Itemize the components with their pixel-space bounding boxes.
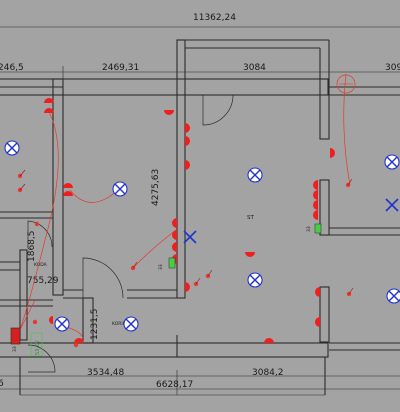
dim-left-755: 755,29 — [27, 276, 59, 286]
dim-vert-corridor: 1231,5 — [90, 309, 100, 341]
lamp-room4-b[interactable] — [386, 288, 400, 304]
lamp-room3-a[interactable] — [247, 167, 263, 183]
cross-lamp-room4[interactable] — [385, 198, 399, 212]
dim-bottom-total: 6628,17 — [156, 380, 193, 390]
lamp-koda[interactable] — [54, 316, 70, 332]
lamp-room2[interactable] — [112, 181, 128, 197]
dim-bottom-left: 6 — [0, 379, 4, 389]
room-label-st: ST — [247, 215, 254, 221]
dim-vert-room2: 4275,63 — [151, 169, 161, 206]
dimension-lines-top — [0, 26, 400, 80]
panel-label: 53 KV — [35, 340, 41, 355]
circuit-label-c: 33 — [12, 346, 18, 352]
wiring — [19, 73, 351, 339]
lamp-koridor[interactable] — [123, 316, 139, 332]
sockets — [44, 98, 335, 343]
dim-top-right: 309 — [385, 63, 400, 73]
distribution-panel-room4[interactable] — [314, 223, 322, 234]
panel-label-box — [30, 332, 43, 357]
lamp-room4-a[interactable] — [384, 154, 400, 170]
lamp-room1[interactable] — [4, 140, 20, 156]
dim-top-left: 246,5 — [0, 63, 24, 73]
dim-vert-left: 1868,5 — [27, 231, 37, 263]
junction-symbol — [336, 74, 356, 94]
switches — [17, 169, 354, 348]
dim-bottom-mid: 3534,48 — [87, 368, 124, 378]
dim-top-room2: 2469,31 — [102, 63, 139, 73]
lamp-room3-b[interactable] — [247, 272, 263, 288]
distribution-panel-room2[interactable] — [168, 257, 176, 269]
circuit-label-b: 33 — [306, 226, 312, 232]
doors — [27, 94, 234, 373]
room-label-koridor: KORIDOR — [112, 321, 133, 327]
dim-top-room3: 3084 — [243, 63, 266, 73]
cross-lamp-room3[interactable] — [183, 230, 197, 244]
dimension-lines-bottom — [0, 370, 400, 395]
dim-bottom-right: 3084,2 — [252, 368, 284, 378]
circuit-label-a: 33 — [158, 264, 164, 270]
room-label-koda: KODA — [34, 262, 48, 268]
dim-overall-top: 11362,24 — [193, 13, 236, 23]
walls — [0, 39, 400, 396]
distribution-panel-main[interactable] — [10, 327, 21, 345]
